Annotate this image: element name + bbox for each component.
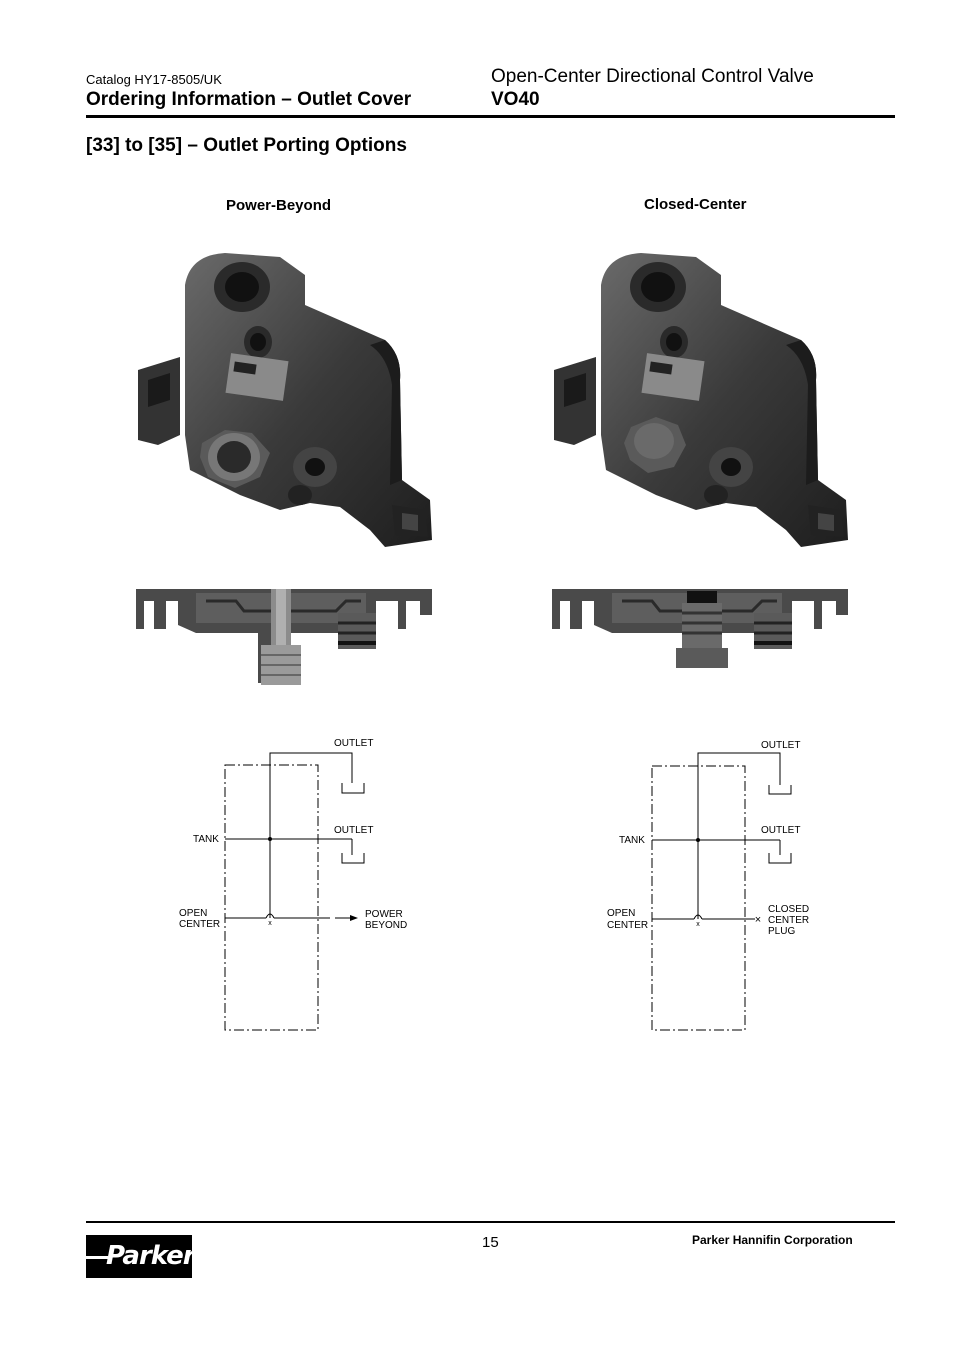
subsection-title: [33] to [35] – Outlet Porting Options: [86, 135, 407, 156]
pb-tank-label: TANK: [193, 834, 219, 845]
pb-center-label: CENTER: [179, 919, 220, 930]
pb-open-label: OPEN: [179, 908, 207, 919]
cc-center-label: CENTER: [607, 920, 648, 931]
cc-open-label: OPEN: [607, 908, 635, 919]
cc-outlet-mid-label: OUTLET: [761, 825, 800, 836]
power-beyond-title: Power-Beyond: [226, 197, 332, 214]
closed-center-schematic: x × OUTLET OUTLET TANK OPEN CENTER CLOSE…: [607, 740, 809, 1031]
cc-tank-label: TANK: [619, 835, 645, 846]
closed-center-title: Closed-Center: [644, 196, 747, 213]
svg-text:x: x: [696, 921, 700, 928]
pb-power-label: POWER: [365, 909, 403, 920]
footer-rule: [86, 1221, 895, 1223]
header-rule: [86, 115, 895, 118]
parker-logo: Parker: [86, 1235, 196, 1278]
logo-bar: [86, 1256, 108, 1259]
svg-text:x: x: [268, 920, 272, 927]
logo-text: Parker: [106, 1241, 196, 1271]
pb-beyond-label: BEYOND: [365, 920, 407, 931]
product-title: Open-Center Directional Control Valve: [491, 66, 814, 87]
power-beyond-cross-section: [136, 589, 432, 685]
cc-plug-label: PLUG: [768, 926, 795, 937]
cc-center-port-label: CENTER: [768, 915, 809, 926]
section-title: Ordering Information – Outlet Cover: [86, 89, 412, 110]
product-code: VO40: [491, 89, 540, 110]
corporation-name: Parker Hannifin Corporation: [692, 1233, 853, 1247]
page-number: 15: [482, 1234, 499, 1251]
cc-closed-label: CLOSED: [768, 904, 809, 915]
svg-text:×: ×: [755, 914, 761, 926]
pb-outlet-top-label: OUTLET: [334, 738, 373, 749]
catalog-number: Catalog HY17-8505/UK: [86, 72, 222, 87]
closed-center-cross-section: [552, 589, 848, 668]
power-beyond-schematic: x OUTLET OUTLET TANK OPEN CENTER POWER B…: [179, 738, 407, 1031]
power-beyond-valve-illustration: [138, 253, 432, 547]
pb-outlet-mid-label: OUTLET: [334, 825, 373, 836]
closed-center-valve-illustration: [554, 253, 848, 547]
cc-outlet-top-label: OUTLET: [761, 740, 800, 751]
